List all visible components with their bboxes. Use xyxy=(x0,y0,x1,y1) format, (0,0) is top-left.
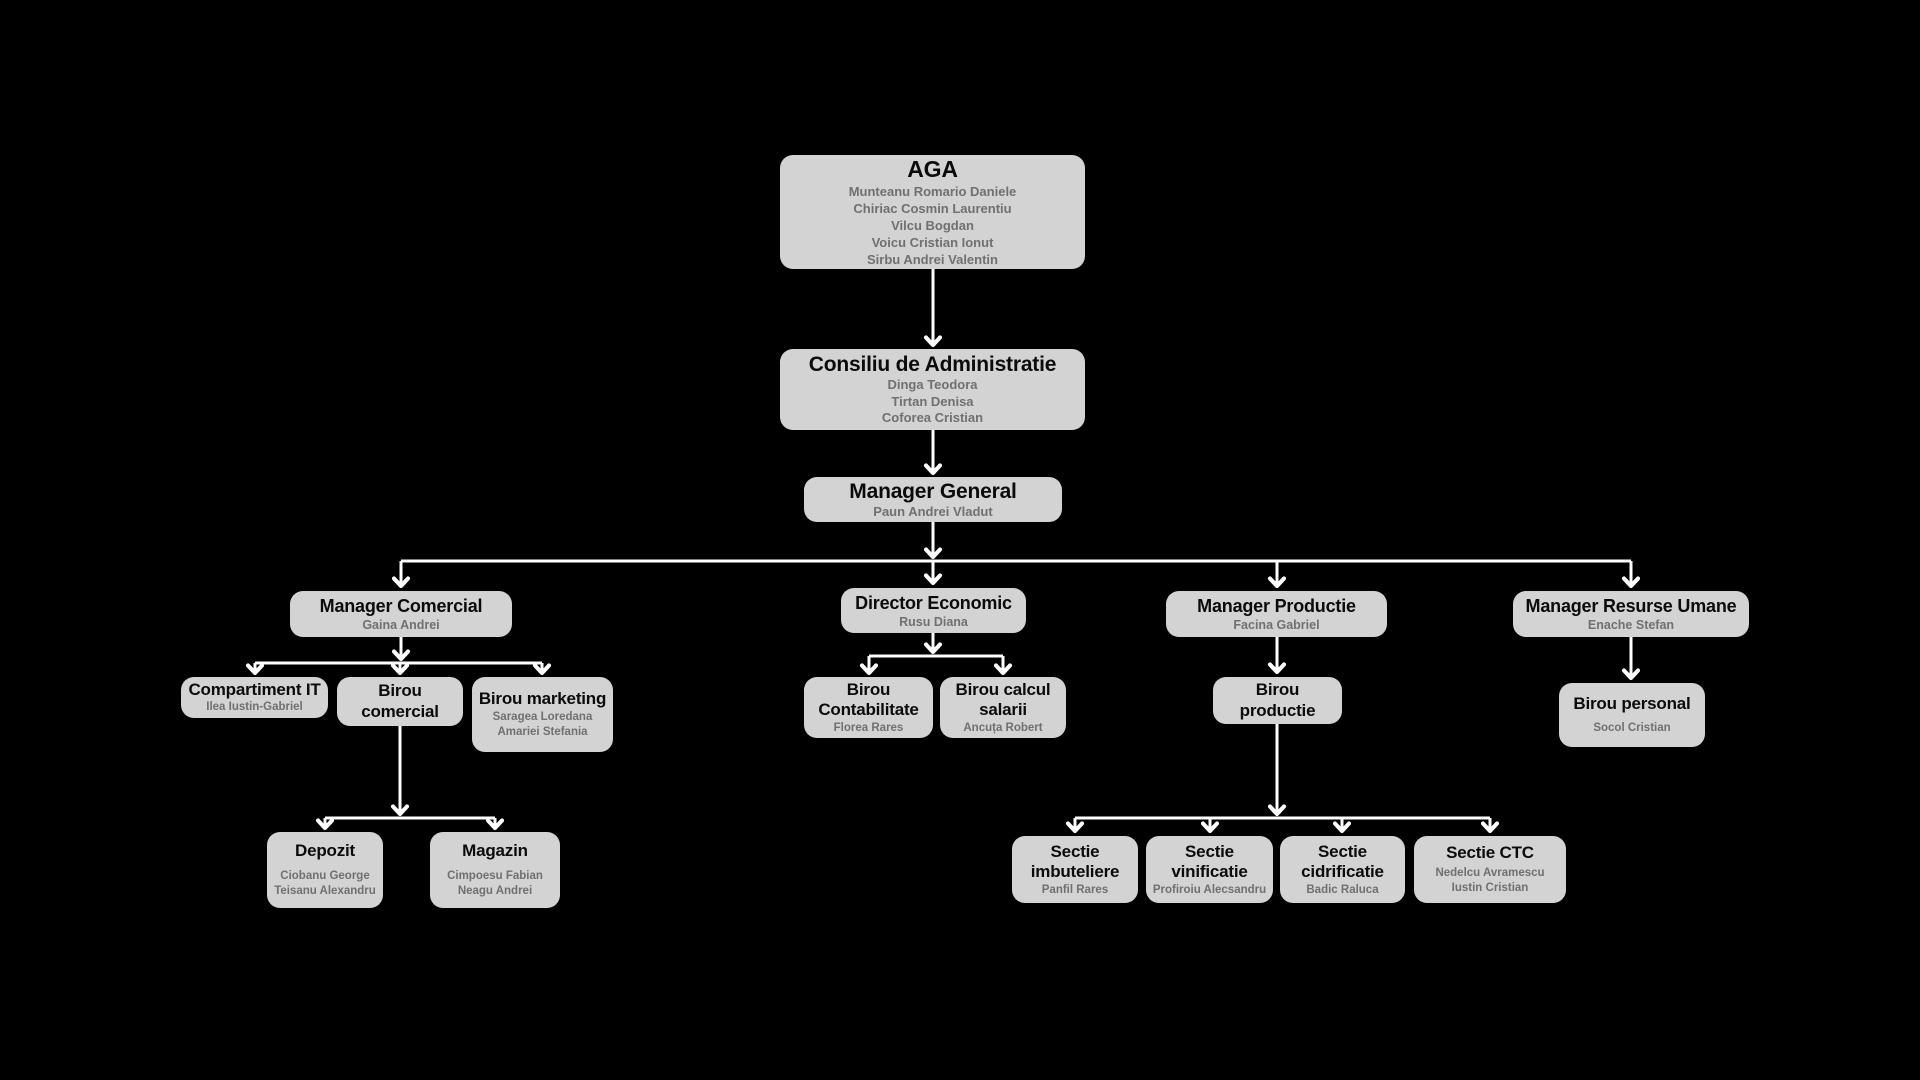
node-members: Gaina Andrei xyxy=(362,617,439,633)
member-name: Munteanu Romario Daniele xyxy=(848,184,1017,199)
org-node-sectie-vinificatie: Sectie vinificatie Profiroiu Alecsandru xyxy=(1146,836,1273,903)
node-members: Enache Stefan xyxy=(1588,617,1674,633)
member-name: Rusu Diana xyxy=(899,614,968,629)
node-title: Magazin xyxy=(462,840,528,860)
node-title: Compartiment IT xyxy=(188,679,321,699)
member-name: Ciobanu George xyxy=(280,870,370,883)
member-name: Coforea Cristian xyxy=(881,410,984,426)
connector-manager-comercial-branch xyxy=(245,637,552,676)
node-title: Birou personal xyxy=(1573,694,1691,714)
member-name: Saragea Loredana xyxy=(492,710,593,723)
node-members: Nedelcu Avramescu Iustin Cristian xyxy=(1435,866,1544,896)
org-node-magazin: Magazin Cimpoesu Fabian Neagu Andrei xyxy=(430,832,560,908)
org-node-manager-productie: Manager Productie Facina Gabriel xyxy=(1166,591,1387,637)
node-title: Sectie cidrificatie xyxy=(1301,841,1384,882)
node-members: Socol Cristian xyxy=(1593,721,1670,736)
member-name: Florea Rares xyxy=(833,721,904,734)
connector-birou-productie-branch xyxy=(1065,724,1500,834)
connector-manager-general-branch xyxy=(391,522,1641,589)
node-title: Sectie CTC xyxy=(1446,842,1534,862)
node-title: Birou calcul salarii xyxy=(955,679,1051,720)
node-title: Depozit xyxy=(295,840,355,860)
node-members: Cimpoesu Fabian Neagu Andrei xyxy=(447,869,543,899)
node-members: Saragea Loredana Amariei Stefania xyxy=(493,710,593,740)
org-node-compartiment-it: Compartiment IT Ilea Iustin-Gabriel xyxy=(181,677,328,718)
connector-birou-comercial-branch xyxy=(315,726,505,831)
member-name: Panfil Rares xyxy=(1041,883,1109,896)
node-members: Badic Raluca xyxy=(1306,883,1378,898)
org-node-manager-general: Manager General Paun Andrei Vladut xyxy=(804,477,1062,522)
member-name: Cimpoesu Fabian xyxy=(447,870,543,883)
member-name: Voicu Cristian Ionut xyxy=(871,235,994,250)
member-name: Gaina Andrei xyxy=(362,618,440,632)
node-members: Munteanu Romario Daniele Chiriac Cosmin … xyxy=(849,183,1017,268)
org-node-sectie-ctc: Sectie CTC Nedelcu Avramescu Iustin Cris… xyxy=(1414,836,1566,903)
org-node-aga: AGA Munteanu Romario Daniele Chiriac Cos… xyxy=(780,155,1085,269)
member-name: Enache Stefan xyxy=(1587,618,1675,632)
node-title: Birou comercial xyxy=(361,681,439,721)
node-title: Sectie imbuteliere xyxy=(1030,841,1120,882)
member-name: Facina Gabriel xyxy=(1233,618,1320,632)
org-node-sectie-imbuteliere: Sectie imbuteliere Panfil Rares xyxy=(1012,836,1138,903)
node-members: Panfil Rares xyxy=(1042,883,1108,898)
member-name: Socol Cristian xyxy=(1593,721,1671,734)
member-name: Sirbu Andrei Valentin xyxy=(867,252,998,267)
member-name: Ilea Iustin-Gabriel xyxy=(206,701,303,714)
member-name: Profiroiu Alecsandru xyxy=(1152,883,1267,896)
node-members: Paun Andrei Vladut xyxy=(873,504,992,521)
member-name: Badic Raluca xyxy=(1306,883,1379,896)
org-node-birou-personal: Birou personal Socol Cristian xyxy=(1559,683,1705,747)
node-title: Birou marketing xyxy=(478,689,607,709)
node-title: Manager General xyxy=(849,479,1017,503)
org-node-manager-resurse-umane: Manager Resurse Umane Enache Stefan xyxy=(1513,591,1749,637)
member-name: Chiriac Cosmin Laurentiu xyxy=(853,201,1012,216)
node-title: Sectie vinificatie xyxy=(1171,841,1248,882)
member-name: Tirtan Denisa xyxy=(891,393,974,409)
org-node-sectie-cidrificatie: Sectie cidrificatie Badic Raluca xyxy=(1280,836,1405,903)
node-title: Birou Contabilitate xyxy=(818,679,919,720)
org-node-birou-comercial: Birou comercial xyxy=(337,677,463,726)
node-members: Ciobanu George Teisanu Alexandru xyxy=(274,869,376,899)
connector-director-economic-branch xyxy=(859,633,1013,676)
node-title: Birou productie xyxy=(1239,680,1316,720)
member-name: Nedelcu Avramescu xyxy=(1435,867,1545,880)
node-members: Profiroiu Alecsandru xyxy=(1153,883,1266,898)
org-node-depozit: Depozit Ciobanu George Teisanu Alexandru xyxy=(267,832,383,908)
org-node-birou-calcul-salarii: Birou calcul salarii Ancuța Robert xyxy=(940,677,1066,738)
member-name: Ancuța Robert xyxy=(963,721,1043,734)
member-name: Neagu Andrei xyxy=(457,885,533,898)
member-name: Vilcu Bogdan xyxy=(891,218,974,233)
org-node-birou-productie: Birou productie xyxy=(1213,677,1342,724)
node-title: Manager Resurse Umane xyxy=(1525,596,1737,616)
node-title: Manager Comercial xyxy=(319,596,483,616)
org-node-birou-marketing: Birou marketing Saragea Loredana Amariei… xyxy=(472,677,613,752)
member-name: Iustin Cristian xyxy=(1451,882,1529,895)
node-title: Director Economic xyxy=(855,592,1012,613)
org-node-birou-contabilitate: Birou Contabilitate Florea Rares xyxy=(804,677,933,738)
node-members: Ancuța Robert xyxy=(963,721,1042,736)
node-title: AGA xyxy=(907,156,958,182)
node-members: Dinga Teodora Tirtan Denisa Coforea Cris… xyxy=(882,377,983,427)
node-members: Facina Gabriel xyxy=(1233,617,1319,633)
org-node-director-economic: Director Economic Rusu Diana xyxy=(841,588,1026,633)
node-members: Ilea Iustin-Gabriel xyxy=(206,700,303,715)
member-name: Dinga Teodora xyxy=(887,377,978,393)
node-members: Rusu Diana xyxy=(899,614,968,630)
node-title: Consiliu de Administratie xyxy=(808,353,1057,377)
node-members: Florea Rares xyxy=(834,721,904,736)
member-name: Amariei Stefania xyxy=(497,725,588,738)
member-name: Paun Andrei Vladut xyxy=(873,503,993,519)
org-node-manager-comercial: Manager Comercial Gaina Andrei xyxy=(290,591,512,637)
node-title: Manager Productie xyxy=(1197,596,1356,616)
member-name: Teisanu Alexandru xyxy=(274,885,376,898)
org-node-consiliu-de-administratie: Consiliu de Administratie Dinga Teodora … xyxy=(780,349,1085,430)
